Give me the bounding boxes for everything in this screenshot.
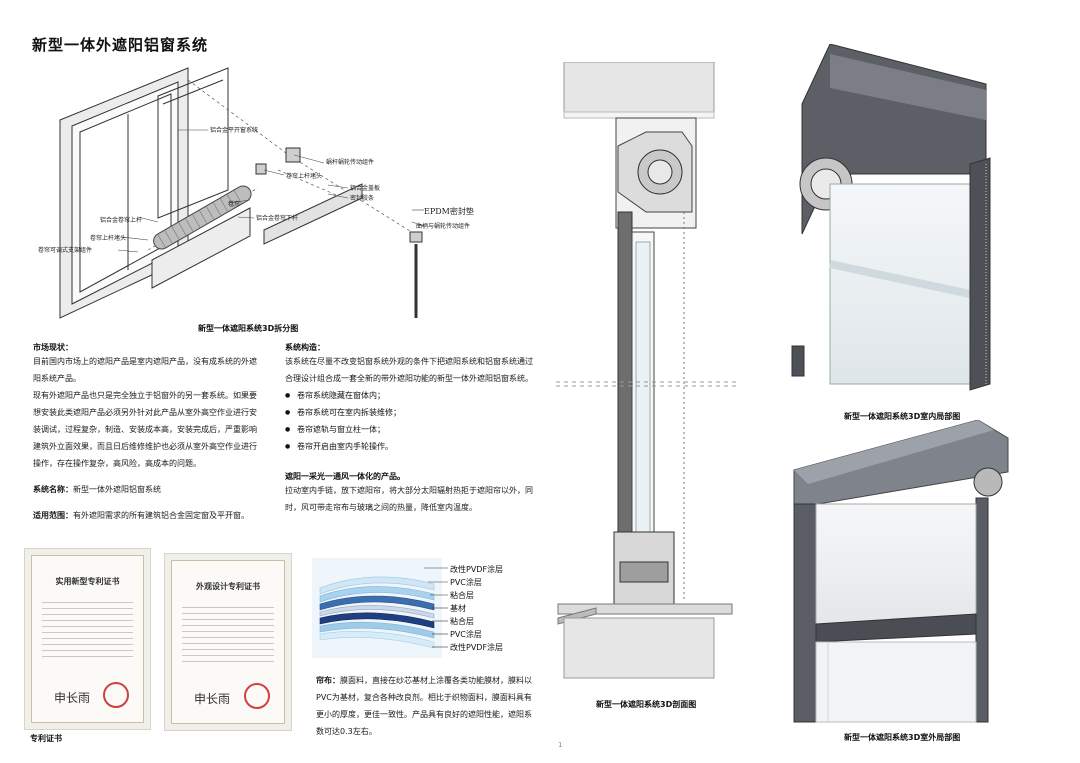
label-1: 蜗杆蜗轮传动组件 — [326, 158, 374, 166]
label-2: 卷帘上杆堵头 — [286, 172, 322, 180]
interior-view — [790, 44, 1016, 396]
exterior-view — [788, 420, 1018, 724]
system-name-heading: 系统名称： — [33, 485, 73, 494]
structure-bullet: 卷帘开启由室内手轮操作。 — [285, 438, 535, 455]
label-5: EPDM密封垫 — [424, 206, 474, 216]
structure-bullet: 卷帘系统隐藏在窗体内； — [285, 387, 535, 404]
fabric-layer-label: 粘合层 — [450, 617, 474, 626]
fabric-layers-icon — [312, 558, 442, 658]
system-name-value: 新型一体外遮阳铝窗系统 — [73, 485, 161, 494]
label-0: 铝合金平开窗系统 — [210, 126, 258, 134]
cert1-seal-icon — [103, 682, 129, 708]
page-number: 1 — [558, 741, 563, 749]
fabric-layer-label: PVC涂层 — [450, 578, 482, 587]
label-8: 铝合金卷帘上杆 — [100, 216, 142, 224]
exterior-caption: 新型一体遮阳系统3D室外局部图 — [844, 733, 961, 742]
label-11: 曲柄与蜗轮传动组件 — [416, 222, 470, 230]
label-3: 铝合金盖板 — [350, 184, 380, 192]
fabric-description: 帘布：膜面料，直接在纱芯基材上涂覆各类功能膜材，膜料以PVC为基材，复合各种改良… — [316, 672, 536, 740]
market-p2: 现有外遮阳产品也只是完全独立于铝窗外的另一套系统。如果要想安装此类遮阳产品必须另… — [33, 391, 257, 468]
fabric-layer-label: 粘合层 — [450, 591, 474, 600]
fabric-leader-lines — [424, 567, 448, 648]
integration-heading: 遮阳一采光一通风一体化的产品。 — [285, 472, 405, 481]
label-6: 卷帘 — [228, 200, 240, 208]
cert1-title: 实用新型专利证书 — [55, 577, 120, 586]
cert1-text-block — [42, 597, 133, 657]
fabric-layer-label: PVC涂层 — [450, 630, 482, 639]
scope-line: 适用范围：有外遮阳需求的所有建筑铝合金固定窗及平开窗。 — [33, 507, 263, 524]
section-drawing — [556, 62, 736, 679]
fabric-layer-label: 基材 — [450, 604, 466, 613]
interior-caption: 新型一体遮阳系统3D室内局部图 — [844, 412, 961, 421]
structure-bullet: 卷帘遮轨与窗立柱一体； — [285, 421, 535, 438]
scope-heading: 适用范围： — [33, 511, 73, 520]
certificate-design: 外观设计专利证书 申长雨 — [164, 553, 292, 731]
structure-intro: 该系统在尽量不改变铝窗系统外观的条件下把遮阳系统和铝窗系统通过合理设计组合成一套… — [285, 357, 533, 383]
structure-bullets: 卷帘系统隐藏在窗体内； 卷帘系统可在室内拆装维修； 卷帘遮轨与窗立柱一体； 卷帘… — [285, 387, 535, 455]
structure-section: 系统构造： 该系统在尽量不改变铝窗系统外观的条件下把遮阳系统和铝窗系统通过合理设… — [285, 342, 535, 516]
label-9: 卷帘上杆堵头 — [90, 234, 126, 242]
exploded-diagram: 铝合金平开窗系统 蜗杆蜗轮传动组件 卷帘上杆堵头 铝合金盖板 密封胶条 EPDM… — [38, 67, 474, 319]
fabric-heading: 帘布： — [316, 676, 340, 685]
label-10: 卷帘可调式支架组件 — [38, 246, 92, 254]
structure-heading: 系统构造： — [285, 343, 325, 352]
cert2-title: 外观设计专利证书 — [196, 582, 260, 591]
market-section: 市场现状： 目前国内市场上的遮阳产品是室内遮阳产品，没有成系统的外遮阳系统产品。… — [33, 342, 263, 524]
cert2-text-block — [182, 602, 274, 662]
cert2-signature: 申长雨 — [194, 692, 231, 706]
certificate-utility: 实用新型专利证书 申长雨 — [24, 548, 151, 730]
cert1-signature: 申长雨 — [54, 691, 91, 705]
section-caption: 新型一体遮阳系统3D剖面图 — [596, 700, 697, 709]
structure-bullet: 卷帘系统可在室内拆装维修； — [285, 404, 535, 421]
market-p1: 目前国内市场上的遮阳产品是室内遮阳产品，没有成系统的外遮阳系统产品。 — [33, 357, 257, 383]
label-7: 铝合金卷帘下杆 — [256, 214, 298, 222]
certificates-caption: 专利证书 — [30, 734, 62, 743]
fabric-text: 膜面料，直接在纱芯基材上涂覆各类功能膜材，膜料以PVC为基材，复合各种改良剂。相… — [316, 676, 532, 736]
exploded-caption: 新型一体遮阳系统3D拆分图 — [198, 324, 299, 333]
cert2-seal-icon — [244, 683, 270, 709]
fabric-layer-label: 改性PVDF涂层 — [450, 565, 504, 574]
page-title: 新型一体外遮阳铝窗系统 — [32, 36, 209, 54]
integration-text: 拉动室内手链，放下遮阳帘，将大部分太阳辐射热拒于遮阳帘以外，同时，风可带走帘布与… — [285, 486, 533, 512]
market-heading: 市场现状： — [33, 343, 73, 352]
fabric-layer-label: 改性PVDF涂层 — [450, 643, 504, 652]
system-name-line: 系统名称：新型一体外遮阳铝窗系统 — [33, 481, 263, 498]
fabric-layers-diagram: 改性PVDF涂层 PVC涂层 粘合层 基材 粘合层 PVC涂层 改性PVDF涂层 — [312, 558, 544, 660]
scope-value: 有外遮阳需求的所有建筑铝合金固定窗及平开窗。 — [73, 511, 249, 520]
label-4: 密封胶条 — [350, 194, 374, 202]
